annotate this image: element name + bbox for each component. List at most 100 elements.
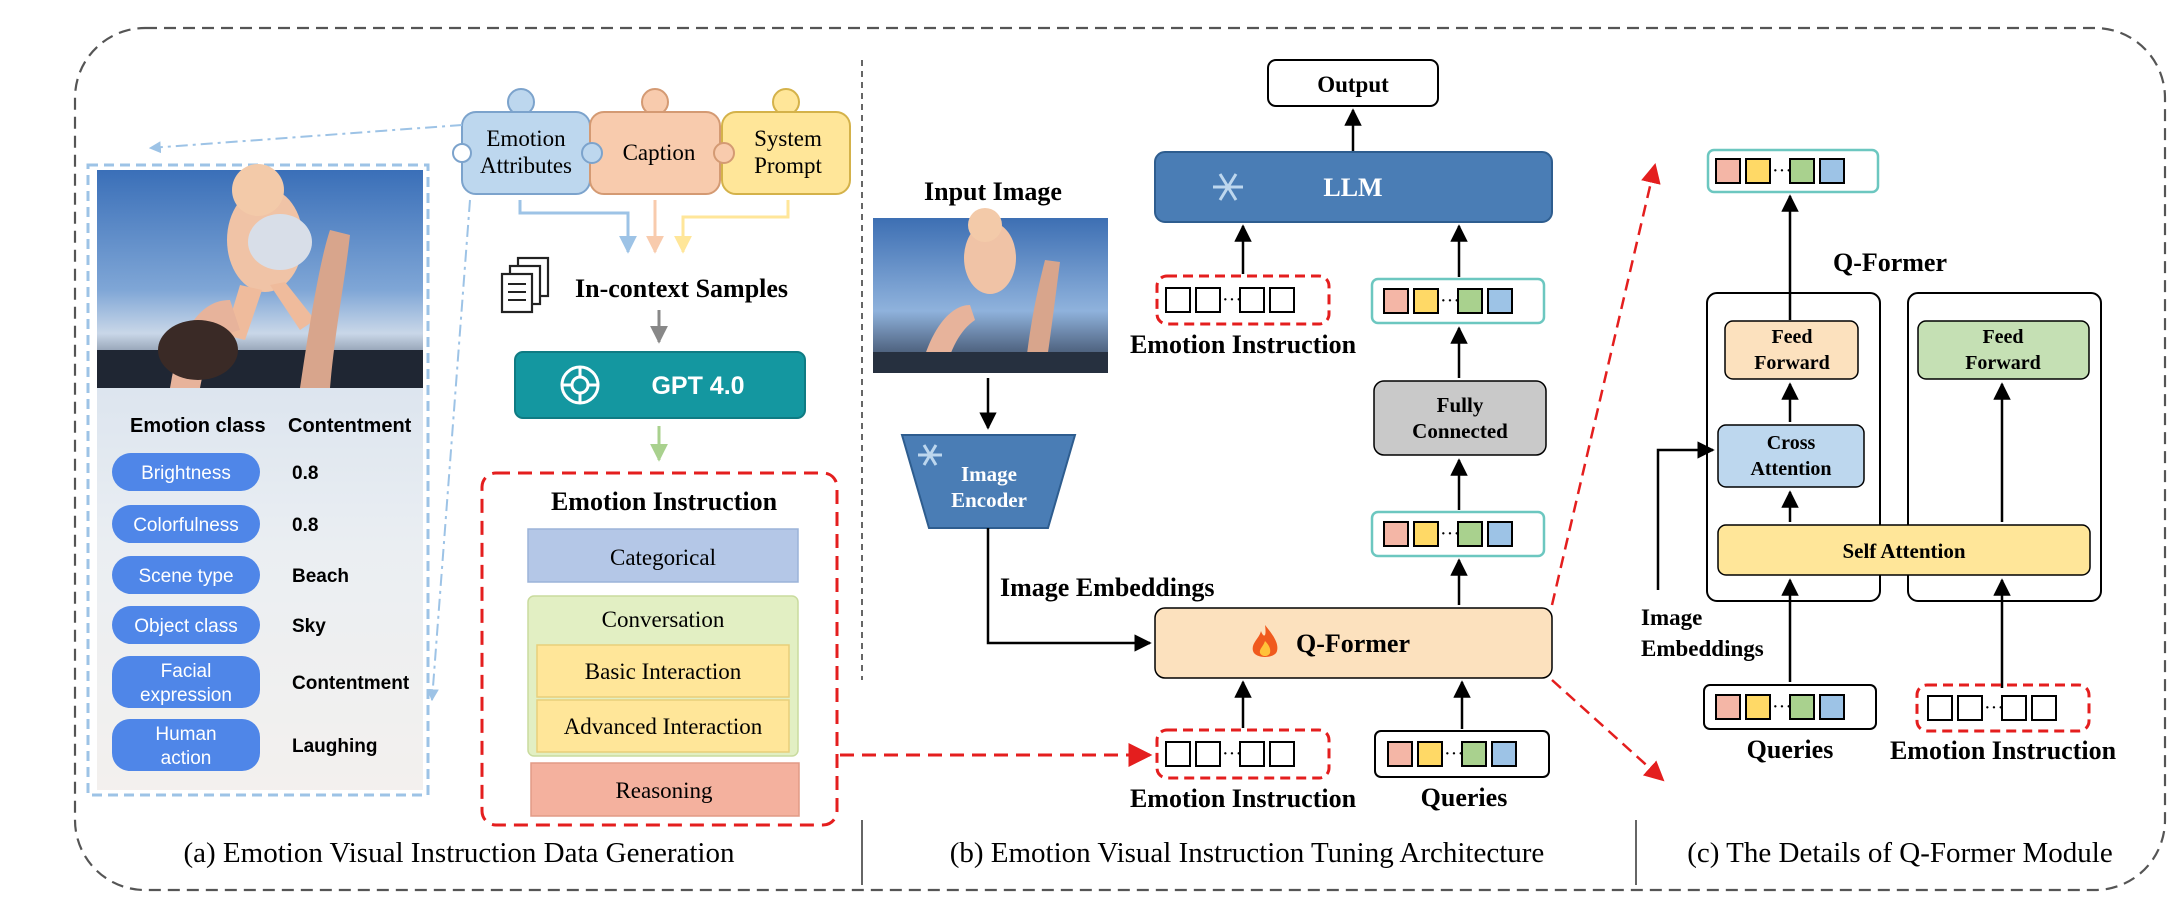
table-header-left: Emotion class — [130, 415, 266, 437]
ff-right-2: Forward — [1965, 352, 2041, 374]
token-square — [1457, 288, 1483, 314]
attribute-name: Scene type — [138, 566, 233, 587]
token-square — [1383, 288, 1409, 314]
attribute-value: Sky — [292, 616, 326, 637]
qformer-title-c: Q-Former — [1833, 248, 1947, 277]
fc-label-1: Fully — [1437, 393, 1484, 417]
snowflake-icon-encoder — [918, 444, 942, 466]
tokens-ei-bottom: ··· — [1165, 741, 1295, 767]
token-square — [1239, 741, 1265, 767]
caption-a: (a) Emotion Visual Instruction Data Gene… — [184, 837, 735, 869]
feed-forward-left — [1724, 320, 1859, 380]
emotion-instruction-label-c: Emotion Instruction — [1890, 736, 2117, 765]
basic-interaction-label: Basic Interaction — [585, 659, 742, 684]
attribute-name: expression — [140, 685, 232, 706]
table-header-right: Contentment — [288, 415, 412, 437]
pointer-line-top — [148, 124, 463, 154]
advanced-interaction-box — [536, 699, 790, 753]
token-square — [2001, 695, 2027, 721]
token-square — [1417, 741, 1443, 767]
attribute-name: Human — [155, 724, 216, 745]
token-square — [1461, 741, 1487, 767]
instruction-title: Emotion Instruction — [551, 487, 778, 516]
token-square — [1745, 694, 1771, 720]
attribute-name: Colorfulness — [133, 515, 239, 536]
fully-connected-box — [1373, 380, 1547, 456]
attribute-name: Object class — [134, 616, 237, 637]
ellipsis: ··· — [1772, 696, 1792, 718]
connector-yellow — [674, 200, 790, 254]
llm-label: LLM — [1323, 173, 1382, 202]
token-square — [1745, 158, 1771, 184]
token-square — [1195, 287, 1221, 313]
ellipsis: ··· — [1772, 160, 1792, 182]
output-box — [1267, 59, 1439, 107]
connector-blue — [518, 200, 637, 254]
piece-label-2: Attributes — [480, 153, 572, 178]
openai-icon — [560, 365, 600, 405]
piece-label-sp2: Prompt — [754, 153, 822, 178]
fire-icon — [1252, 625, 1278, 657]
outer-frame — [73, 26, 2167, 892]
ca-label-1: Cross — [1767, 432, 1816, 454]
cross-attention-box — [1717, 424, 1865, 488]
attribute-pill — [112, 556, 260, 594]
attribute-pill — [112, 656, 260, 708]
puzzle-caption: Caption — [581, 88, 721, 195]
piece-label-1: Emotion — [486, 126, 566, 151]
baby-photo — [97, 164, 423, 388]
tokens-ei-top: ··· — [1165, 287, 1295, 313]
qformer-label: Q-Former — [1296, 629, 1410, 658]
self-attention-label: Self Attention — [1842, 539, 1965, 563]
token-square — [1487, 521, 1513, 547]
basic-interaction-box — [536, 644, 790, 698]
attribute-value: Contentment — [292, 673, 410, 694]
caption-b: (b) Emotion Visual Instruction Tuning Ar… — [950, 837, 1545, 869]
emotion-instruction-tokens-top — [1155, 274, 1331, 326]
emotion-instruction-label-bottom: Emotion Instruction — [1130, 784, 1357, 813]
tokens-c-queries: ··· — [1715, 694, 1845, 720]
token-square — [1413, 521, 1439, 547]
arrow-img-emb-to-ca — [1656, 441, 1715, 590]
piece-caption-label: Caption — [623, 140, 696, 165]
ca-label-2: Attention — [1750, 458, 1831, 480]
caption-c: (c) The Details of Q-Former Module — [1687, 837, 2112, 869]
queries-label-c: Queries — [1747, 735, 1834, 764]
in-context-label: In-context Samples — [575, 274, 788, 303]
image-encoder-box — [900, 434, 1077, 529]
encoder-label-2: Encoder — [951, 488, 1027, 512]
documents-icon — [500, 256, 550, 314]
token-square — [1413, 288, 1439, 314]
input-image-label: Input Image — [924, 177, 1062, 206]
attribute-value: Laughing — [292, 736, 377, 757]
img-emb-label-2: Embeddings — [1641, 636, 1764, 661]
gpt-label: GPT 4.0 — [651, 372, 744, 400]
token-square — [1457, 521, 1483, 547]
token-square — [1491, 741, 1517, 767]
token-square — [1957, 695, 1983, 721]
attribute-pill — [112, 505, 260, 543]
categorical-label: Categorical — [610, 545, 716, 570]
tokens-q-bottom: ··· — [1387, 741, 1517, 767]
ellipsis: ··· — [1222, 743, 1242, 765]
puzzle-system-prompt: System Prompt — [713, 88, 851, 195]
token-square — [1387, 741, 1413, 767]
tokens-q-top: ··· — [1383, 288, 1513, 314]
arrow-embeddings-to-qformer — [986, 528, 1152, 652]
img-emb-label-1: Image — [1641, 605, 1702, 630]
llm-box — [1154, 151, 1553, 223]
token-square — [1165, 287, 1191, 313]
attribute-value: Beach — [292, 566, 349, 587]
encoder-label-1: Image — [961, 462, 1017, 486]
image-embeddings-label: Image Embeddings — [1000, 573, 1215, 602]
token-square — [1819, 158, 1845, 184]
emotion-instruction-tokens-c — [1915, 683, 2091, 733]
qformer-right-block — [1907, 292, 2102, 602]
panel-b: Output LLM Input Image Image Encoder Ima… — [840, 59, 1665, 869]
token-square — [1927, 695, 1953, 721]
emotion-instruction-label-top: Emotion Instruction — [1130, 330, 1357, 359]
piece-label-sp1: System — [754, 126, 822, 151]
output-label: Output — [1317, 72, 1389, 97]
token-square — [1239, 287, 1265, 313]
